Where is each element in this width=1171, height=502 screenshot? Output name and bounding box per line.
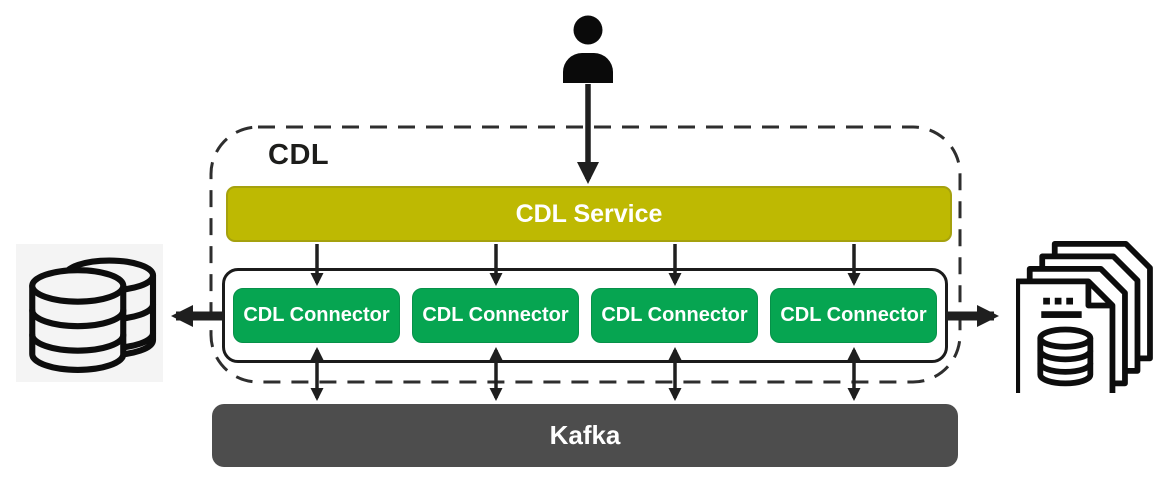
- cdl-connector-box-4: CDL Connector: [770, 288, 937, 343]
- kafka-box: Kafka: [212, 404, 958, 467]
- cdl-connector-label: CDL Connector: [243, 304, 390, 326]
- cdl-group-label: CDL: [268, 139, 330, 171]
- documents-database-icon: [1016, 241, 1153, 393]
- cdl-service-label: CDL Service: [515, 199, 663, 228]
- cdl-connector-box-2: CDL Connector: [412, 288, 579, 343]
- cdl-connector-label: CDL Connector: [422, 304, 569, 326]
- cdl-connector-box-1: CDL Connector: [233, 288, 400, 343]
- cdl-connector-box-3: CDL Connector: [591, 288, 758, 343]
- kafka-label: Kafka: [549, 420, 621, 450]
- user-icon: [563, 15, 613, 83]
- database-stack-glyph: [28, 257, 156, 373]
- cdl-connector-label: CDL Connector: [601, 304, 748, 326]
- database-stack-icon: [16, 244, 163, 382]
- cdl-service-box: CDL Service: [226, 186, 952, 242]
- cdl-connector-label: CDL Connector: [780, 304, 927, 326]
